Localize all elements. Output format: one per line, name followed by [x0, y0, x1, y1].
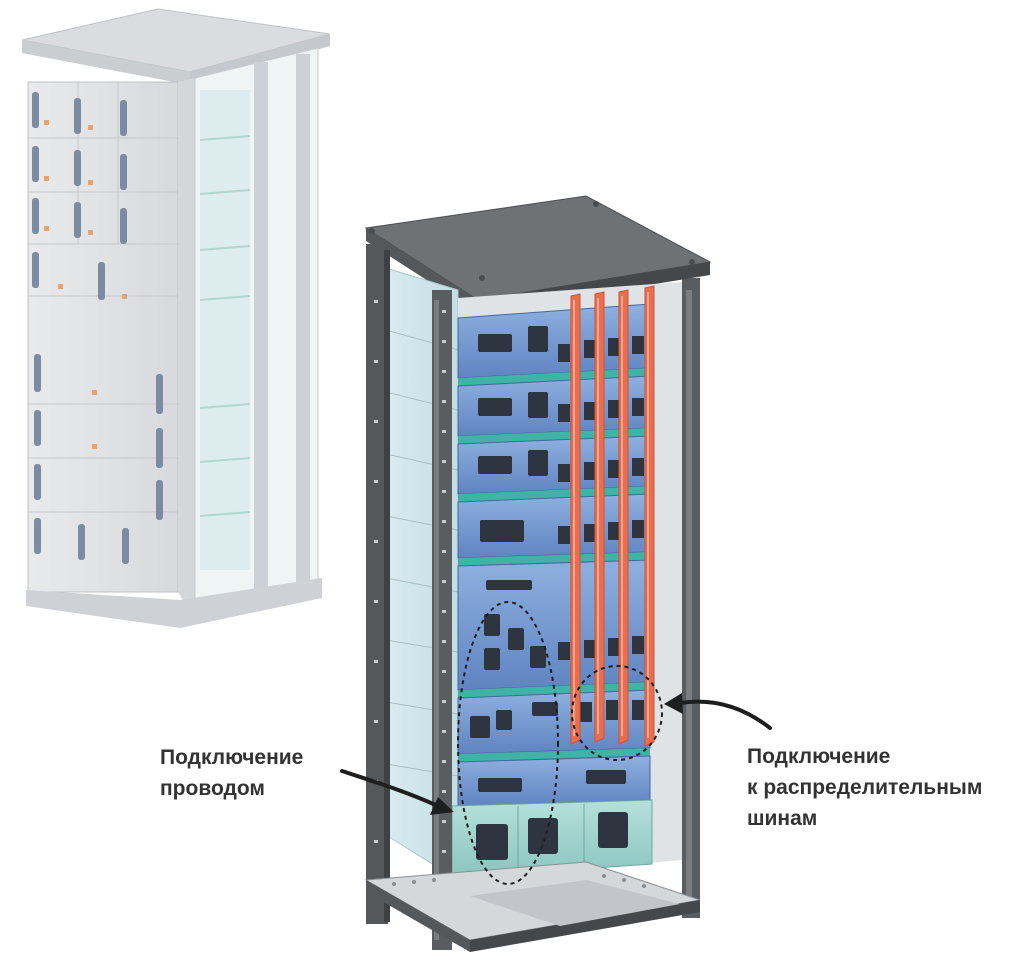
busbar-connection-label-line-1: Подключение [747, 745, 891, 768]
wire-connection-label-line-1: Подключение [160, 746, 304, 769]
wire-connection-label-line-2: проводом [160, 777, 265, 800]
wire-connection-label: Подключение проводом [160, 742, 303, 804]
busbar-connection-arrow [664, 693, 772, 730]
wire-connection-arrow [340, 769, 454, 815]
ghost-cabinet [21, 8, 331, 628]
busbar-connection-label-line-3: шинам [747, 807, 818, 830]
main-cabinet [364, 195, 712, 952]
dashed-ellipse-highlight [457, 601, 663, 885]
busbar-connection-label-line-2: к распределительным [747, 776, 983, 799]
distribution-busbars [570, 285, 655, 747]
busbar-connection-label: Подключение к распределительным шинам [747, 741, 982, 834]
module-devices [470, 326, 644, 860]
